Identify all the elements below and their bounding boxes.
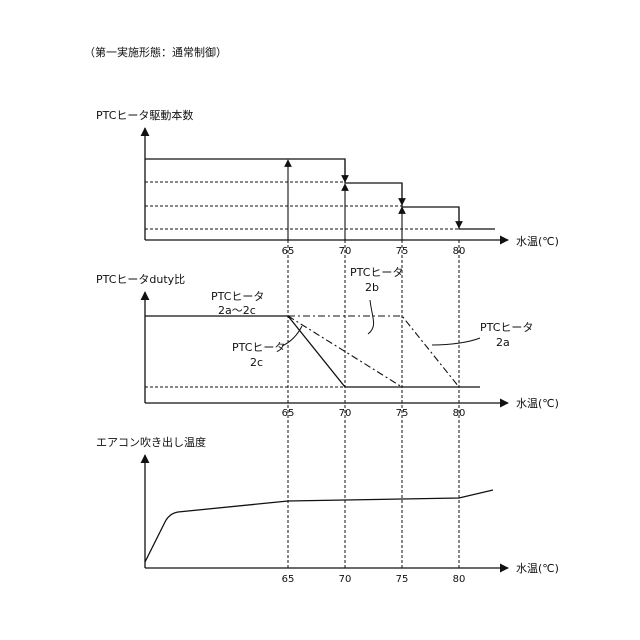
label-heater-2a-2c-name: PTCヒータ: [211, 290, 264, 303]
panel2-tick-70: 70: [339, 408, 352, 419]
label-heater-2b-id: 2b: [365, 281, 379, 294]
label-heater-2a-id: 2a: [496, 336, 510, 349]
panel3-tick-70: 70: [339, 574, 352, 585]
label-heater-2c-id: 2c: [250, 356, 263, 369]
panel1-x-axis-label: 水温(℃): [516, 235, 559, 248]
panel-heater-count: PTCヒータ駆動本数 水温(℃) 65 70 75 80: [96, 108, 559, 257]
panel2-tick-65: 65: [282, 408, 295, 419]
label-heater-2c-name: PTCヒータ: [232, 341, 285, 354]
panel3-tick-80: 80: [453, 574, 466, 585]
panel3-tick-65: 65: [282, 574, 295, 585]
label-heater-2a-name: PTCヒータ: [480, 321, 533, 334]
panel3-ylabel: エアコン吹き出し温度: [96, 435, 206, 449]
panel-outlet-temperature: エアコン吹き出し温度 水温(℃) 65 70 75 80: [96, 435, 559, 585]
panel2-heater-2c-line: [288, 316, 480, 387]
panel2-leader-2b: [368, 300, 374, 334]
panel1-step-line: [145, 159, 495, 229]
panel3-x-axis-label: 水温(℃): [516, 562, 559, 575]
panel2-tick-75: 75: [396, 408, 409, 419]
panel2-leader-2a: [432, 338, 480, 345]
panel2-tick-80: 80: [453, 408, 466, 419]
label-heater-2a-2c-id: 2a～2c: [218, 304, 256, 317]
panel2-ylabel: PTCヒータduty比: [96, 273, 185, 286]
panel2-x-axis-label: 水温(℃): [516, 397, 559, 410]
panel1-ylabel: PTCヒータ駆動本数: [96, 108, 193, 122]
panel-duty-ratio: PTCヒータduty比 水温(℃) PTCヒータ 2a～2c PTCヒータ 2c…: [96, 266, 559, 419]
panel3-temperature-curve: [145, 490, 493, 562]
label-heater-2b-name: PTCヒータ: [350, 266, 403, 279]
page-heading: （第一実施形態：通常制御）: [84, 45, 227, 59]
panel3-tick-75: 75: [396, 574, 409, 585]
